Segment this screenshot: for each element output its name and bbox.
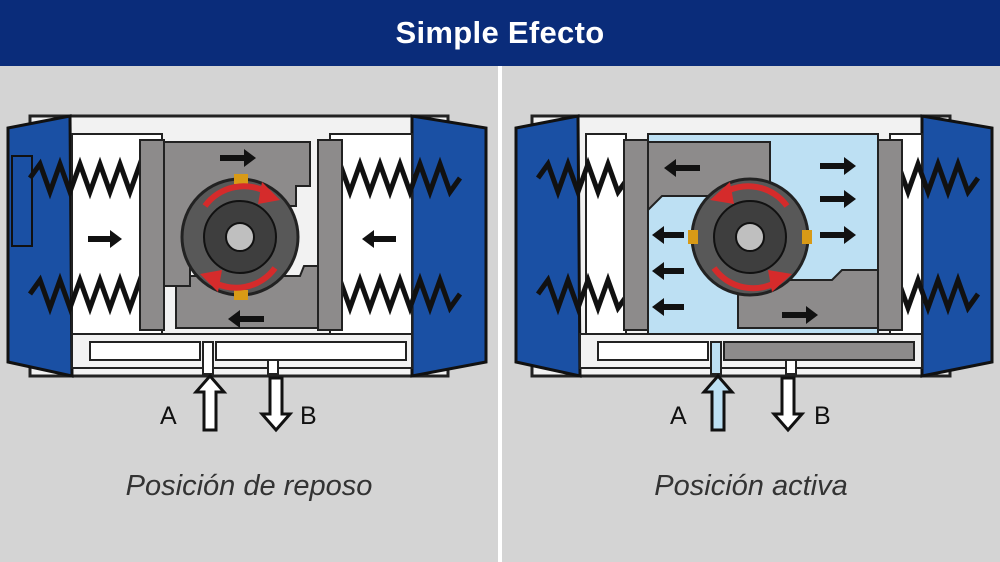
- port-b-arrow-down: [770, 376, 806, 433]
- actuator-diagram-active: [514, 114, 994, 433]
- motion-arrows: [652, 157, 856, 324]
- port-a-arrow-up: [700, 373, 736, 432]
- left-piston-head: [623, 139, 649, 331]
- port-b-label: B: [300, 402, 317, 430]
- left-springs: [535, 156, 631, 316]
- page-title: Simple Efecto: [395, 15, 605, 50]
- left-chamber: [585, 133, 627, 335]
- port-a-arrow-up: [192, 373, 228, 432]
- caption-rest: Posición de reposo: [125, 470, 373, 502]
- panel-active-position: A B Posición activa: [502, 66, 1000, 562]
- port-a-channel: [202, 341, 214, 375]
- panel-rest-position: A B Posición de reposo: [0, 66, 498, 562]
- port-a-label: A: [670, 402, 687, 430]
- pinion-shaft: [225, 222, 255, 252]
- right-end-cap: [410, 114, 488, 378]
- panel-divider: [498, 66, 502, 562]
- title-bar: Simple Efecto: [0, 0, 1000, 66]
- rotation-arrowhead-top: [710, 182, 734, 204]
- pinion-shaft: [735, 222, 765, 252]
- caption-active: Posición activa: [654, 470, 848, 502]
- port-a-channel: [710, 341, 722, 375]
- pinion-key-top: [234, 174, 248, 184]
- port-b-arrow-down: [258, 376, 294, 433]
- pinion-key-bottom: [234, 290, 248, 300]
- right-piston-head: [877, 139, 903, 331]
- rotation-arrowhead-top: [258, 182, 280, 204]
- motion-arrows: [88, 149, 396, 328]
- left-piston-head: [139, 139, 165, 331]
- pinion-key-right: [802, 230, 812, 244]
- right-end-cap: [920, 114, 994, 378]
- left-end-cap-boss: [11, 155, 33, 247]
- rotation-arrowhead-bottom: [768, 270, 792, 292]
- port-b-channel: [785, 359, 797, 375]
- left-springs: [27, 156, 163, 316]
- pinion-key-left: [688, 230, 698, 244]
- right-piston-head: [317, 139, 343, 331]
- port-b-channel: [267, 359, 279, 375]
- air-channel-right: [215, 341, 407, 361]
- actuator-diagram-rest: [6, 114, 488, 433]
- air-channel-left: [89, 341, 201, 361]
- air-channel-right: [723, 341, 915, 361]
- rotation-arrowhead-bottom: [200, 270, 222, 292]
- port-b-label: B: [814, 402, 831, 430]
- right-springs: [327, 156, 463, 316]
- port-a-label: A: [160, 402, 177, 430]
- left-end-cap: [514, 114, 582, 378]
- air-channel-left: [597, 341, 709, 361]
